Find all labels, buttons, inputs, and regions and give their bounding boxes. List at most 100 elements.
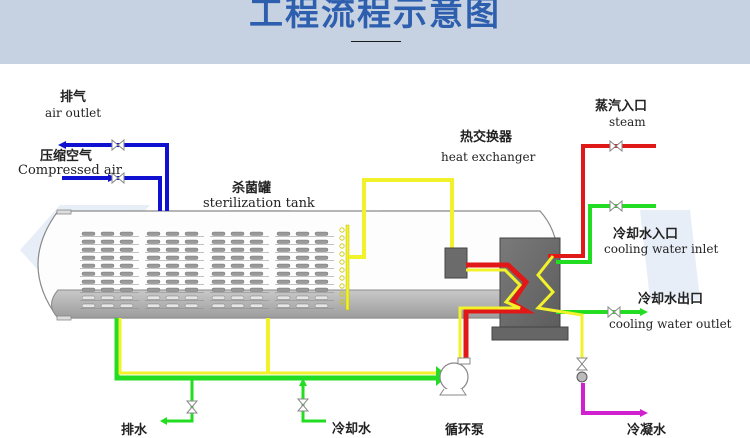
basket — [100, 231, 115, 236]
basket — [184, 231, 199, 236]
circulation-pipes — [114, 318, 436, 381]
basket — [184, 247, 199, 252]
basket — [184, 239, 199, 244]
basket — [314, 247, 329, 252]
basket — [119, 255, 134, 260]
cooling-water-valve[interactable] — [296, 398, 310, 412]
basket — [81, 239, 96, 244]
basket — [295, 271, 310, 276]
basket — [184, 263, 199, 268]
basket — [211, 247, 226, 252]
basket — [100, 271, 115, 276]
trap-valve[interactable] — [575, 357, 589, 371]
basket — [81, 231, 96, 236]
basket — [146, 231, 161, 236]
air-outlet-arrow — [58, 141, 66, 149]
basket — [249, 287, 264, 292]
cooling-outlet-label-cn: 冷却水出口 — [638, 292, 704, 307]
basket — [165, 231, 180, 236]
basket — [314, 303, 329, 308]
cooling-inlet-valve[interactable] — [609, 199, 623, 213]
basket — [146, 255, 161, 260]
basket — [146, 287, 161, 292]
basket — [314, 279, 329, 284]
basket — [100, 239, 115, 244]
basket — [119, 247, 134, 252]
basket — [165, 255, 180, 260]
drain-valve[interactable] — [185, 400, 199, 414]
header-banner: 工程流程示意图 — [0, 0, 750, 64]
basket — [119, 239, 134, 244]
heat-exchanger — [491, 237, 569, 341]
basket — [119, 303, 134, 308]
basket — [295, 287, 310, 292]
basket — [230, 247, 245, 252]
spray-nozzle — [339, 299, 345, 305]
cooling-outlet-label-en: cooling water outlet — [609, 317, 732, 331]
basket — [295, 247, 310, 252]
strainer — [444, 247, 468, 279]
basket — [249, 303, 264, 308]
steam-inlet-label-en: steam — [609, 115, 646, 129]
basket — [314, 287, 329, 292]
basket — [276, 255, 291, 260]
basket — [249, 295, 264, 300]
cooling-outlet-valve[interactable] — [607, 305, 621, 319]
cooling-inlet-label-cn: 冷却水入口 — [613, 227, 679, 242]
heat-exchanger-label-en: heat exchanger — [441, 150, 536, 164]
tank-label-cn: 杀菌罐 — [232, 181, 272, 196]
basket — [276, 239, 291, 244]
compressed-air-label-en: Compressed air — [18, 163, 122, 178]
basket — [314, 231, 329, 236]
cooling-inlet-label-en: cooling water inlet — [604, 242, 719, 256]
drain-label: 排水 — [121, 423, 148, 438]
basket — [146, 295, 161, 300]
spray-nozzle — [339, 235, 345, 241]
basket — [165, 279, 180, 284]
spray-nozzle — [339, 283, 345, 289]
air-outlet-valve[interactable] — [111, 138, 125, 152]
spray-nozzle — [339, 227, 345, 233]
basket — [100, 279, 115, 284]
sterilization-tank — [37, 209, 559, 321]
basket — [211, 271, 226, 276]
condensate-pipe — [581, 383, 640, 415]
basket — [230, 271, 245, 276]
basket — [230, 295, 245, 300]
circulation-pump-label: 循环泵 — [445, 423, 485, 438]
basket — [276, 279, 291, 284]
basket — [314, 295, 329, 300]
basket — [184, 287, 199, 292]
basket — [276, 271, 291, 276]
compressed-air-valve[interactable] — [111, 171, 125, 185]
basket — [184, 271, 199, 276]
basket — [230, 239, 245, 244]
basket — [295, 303, 310, 308]
basket — [146, 247, 161, 252]
tank-label-en: sterilization tank — [203, 196, 315, 211]
basket — [276, 295, 291, 300]
condensate-label: 冷凝水 — [627, 423, 667, 438]
basket — [119, 231, 134, 236]
basket — [81, 279, 96, 284]
heat-exchanger-label-cn: 热交换器 — [460, 130, 513, 145]
steam-inlet-label-cn: 蒸汽入口 — [595, 99, 648, 114]
basket — [165, 295, 180, 300]
basket — [81, 263, 96, 268]
circulation-pump — [439, 357, 471, 396]
steam-valve[interactable] — [609, 139, 623, 153]
spray-nozzles — [339, 227, 345, 305]
basket — [276, 231, 291, 236]
cooling-water-arrow — [299, 378, 307, 386]
basket — [276, 303, 291, 308]
basket — [230, 231, 245, 236]
basket — [211, 263, 226, 268]
basket — [249, 263, 264, 268]
basket — [230, 255, 245, 260]
basket — [211, 255, 226, 260]
spray-nozzle — [339, 251, 345, 257]
basket — [146, 239, 161, 244]
basket — [100, 287, 115, 292]
basket — [314, 271, 329, 276]
cooling-water-pipe — [301, 383, 326, 423]
